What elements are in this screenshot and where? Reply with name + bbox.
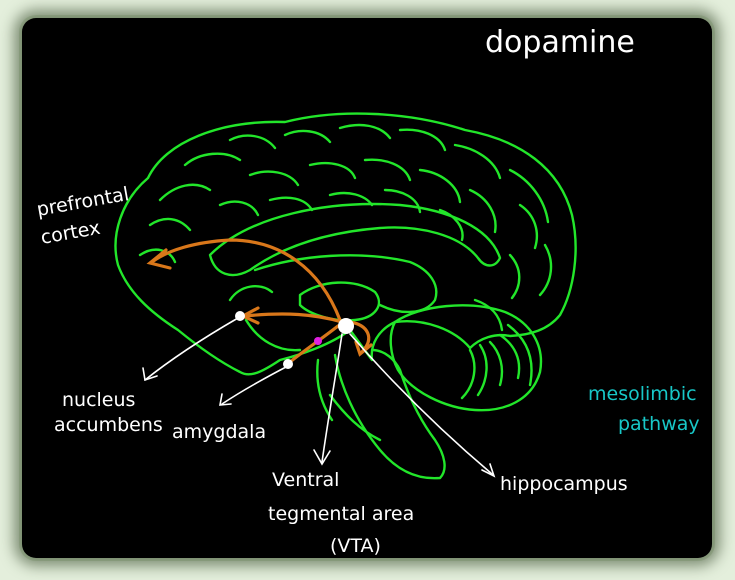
cortex-gyri [138,123,553,332]
arrow-vta-to-amygdala [288,324,340,364]
leader-nucleus-head [142,367,158,382]
cerebrum-outline [114,112,577,376]
label-prefrontal-line1: prefrontal [35,183,131,221]
label-pathway-line2: pathway [618,413,700,435]
arrowhead-prefrontal [146,248,172,270]
title-dopamine: dopamine [485,25,635,60]
cerebellum-outline [389,304,543,412]
label-vta-line2: tegmental area [268,503,414,525]
leader-amygdala [221,366,287,405]
arrow-vta-to-prefrontal [150,238,342,322]
annotation-lines [142,317,496,478]
limbic-ring [228,284,302,352]
cerebellum-folia [460,323,533,400]
leader-amygdala-head [219,393,232,406]
arrow-vta-to-nucleus [243,312,344,324]
vta-node [338,318,354,334]
leader-nucleus [144,317,239,381]
fornix [253,254,438,314]
brainstem-outline [333,348,446,480]
leader-hippocampus [349,333,493,475]
label-vta-line1: Ventral [272,469,339,491]
label-pathway-line1: mesolimbic [588,383,697,405]
label-prefrontal-line2: cortex [39,217,102,249]
label-amygdala: amygdala [172,421,266,443]
corpus-callosum [208,202,502,277]
leader-vta [321,333,343,463]
leader-hippocampus-head [481,463,496,478]
label-nucleus-line2: accumbens [54,414,163,436]
vta-marker [314,337,322,345]
label-vta-line3: (VTA) [330,535,381,557]
arrowhead-hippocampus [354,340,373,357]
leader-vta-head [313,449,331,466]
label-nucleus-line1: nucleus [62,389,135,411]
label-hippocampus: hippocampus [500,473,628,495]
mesolimbic-pathway-arrows [146,238,373,369]
